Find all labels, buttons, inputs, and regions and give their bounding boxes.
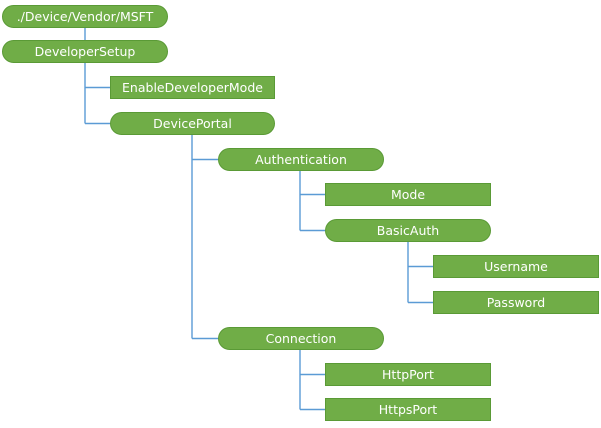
node-username: Username [433,255,599,278]
node-enable-developer-mode: EnableDeveloperMode [110,76,275,99]
node-connection: Connection [218,327,384,350]
node-device-portal: DevicePortal [110,112,275,135]
node-http-port: HttpPort [325,363,491,386]
node-mode: Mode [325,183,491,206]
node-basic-auth: BasicAuth [325,219,491,242]
node-developer-setup: DeveloperSetup [2,40,168,63]
node-authentication: Authentication [218,148,384,171]
node-root: ./Device/Vendor/MSFT [2,5,168,28]
node-https-port: HttpsPort [325,398,491,421]
node-password: Password [433,291,599,314]
